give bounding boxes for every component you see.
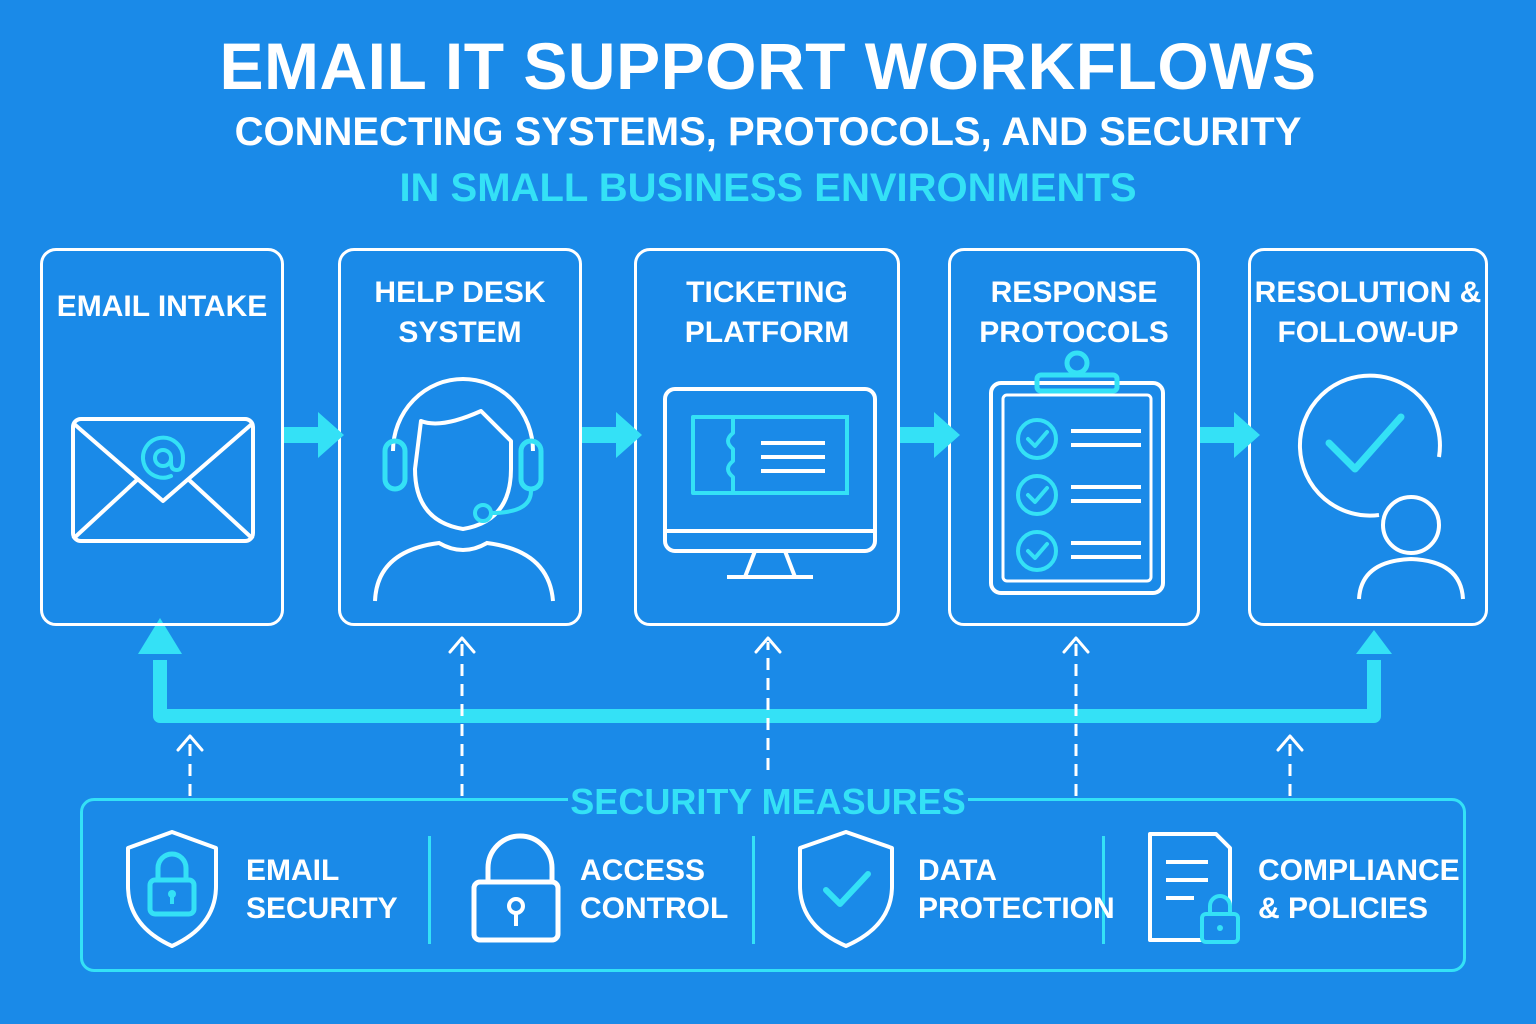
security-item-data-protection[interactable]: DATA PROTECTION bbox=[796, 830, 1115, 950]
workflow-step-response-protocols[interactable]: RESPONSE PROTOCOLS bbox=[948, 248, 1200, 626]
shield-check-icon bbox=[798, 830, 894, 948]
security-measures-title: SECURITY MEASURES bbox=[568, 778, 968, 826]
security-item-label: COMPLIANCE & POLICIES bbox=[1258, 854, 1460, 925]
security-link-arrowhead-2 bbox=[448, 636, 476, 654]
monitor-ticket-icon bbox=[663, 387, 877, 579]
envelope-icon bbox=[71, 417, 255, 543]
document-lock-icon bbox=[1148, 832, 1240, 944]
page-subtitle-secondary: IN SMALL BUSINESS ENVIRONMENTS bbox=[399, 166, 1137, 210]
step-label: RESOLUTION & FOLLOW-UP bbox=[1254, 276, 1482, 349]
security-divider bbox=[1102, 836, 1105, 944]
step-label: TICKETING PLATFORM bbox=[684, 276, 850, 349]
security-item-label: DATA PROTECTION bbox=[918, 854, 1115, 925]
step-label: RESPONSE PROTOCOLS bbox=[979, 276, 1169, 349]
feedback-arrowhead-left bbox=[138, 618, 182, 654]
security-item-label: ACCESS CONTROL bbox=[580, 854, 729, 925]
workflow-step-help-desk[interactable]: HELP DESK SYSTEM bbox=[338, 248, 582, 626]
flow-arrow-3 bbox=[900, 412, 960, 458]
security-link-arrowhead-3 bbox=[754, 636, 782, 654]
check-user-icon bbox=[1297, 373, 1465, 600]
flow-arrow-1 bbox=[284, 412, 344, 458]
flow-arrow-4 bbox=[1200, 412, 1260, 458]
feedback-arrowhead-right bbox=[1356, 630, 1392, 654]
workflow-step-email-intake[interactable]: EMAIL INTAKE bbox=[40, 248, 284, 626]
security-item-email-security[interactable]: EMAIL SECURITY bbox=[120, 830, 420, 950]
security-link-arrowhead-5 bbox=[1276, 734, 1304, 752]
security-divider bbox=[428, 836, 431, 944]
security-link-arrowhead-1 bbox=[176, 734, 204, 752]
feedback-loop-line bbox=[153, 660, 1381, 723]
workflow-step-resolution-follow-up[interactable]: RESOLUTION & FOLLOW-UP bbox=[1248, 248, 1488, 626]
security-item-access-control[interactable]: ACCESS CONTROL bbox=[468, 830, 748, 950]
step-label: HELP DESK SYSTEM bbox=[374, 276, 546, 349]
security-divider bbox=[752, 836, 755, 944]
flow-arrow-2 bbox=[582, 412, 642, 458]
page-subtitle: CONNECTING SYSTEMS, PROTOCOLS, AND SECUR… bbox=[234, 110, 1302, 154]
padlock-icon bbox=[471, 833, 561, 943]
page-title: EMAIL IT SUPPORT WORKFLOWS bbox=[219, 29, 1317, 103]
shield-lock-icon bbox=[126, 830, 218, 948]
step-label: EMAIL INTAKE bbox=[56, 290, 268, 323]
headset-agent-icon bbox=[373, 377, 555, 602]
workflow-step-ticketing-platform[interactable]: TICKETING PLATFORM bbox=[634, 248, 900, 626]
security-link-arrowhead-4 bbox=[1062, 636, 1090, 654]
security-item-label: EMAIL SECURITY bbox=[246, 854, 398, 925]
clipboard-checklist-icon bbox=[989, 350, 1165, 595]
security-item-compliance-policies[interactable]: COMPLIANCE & POLICIES bbox=[1146, 830, 1460, 950]
